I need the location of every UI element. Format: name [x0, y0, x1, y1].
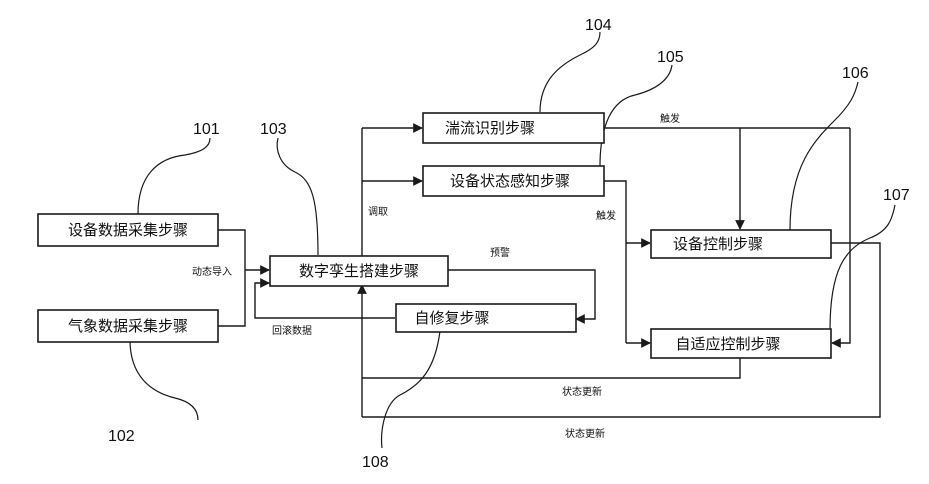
label-trigger-mid: 触发 — [596, 209, 616, 222]
wire-rollback — [255, 283, 395, 318]
label-dynamic-import: 动态导入 — [192, 265, 232, 278]
wire-104-to-107 — [832, 128, 850, 343]
wire-105-out — [604, 181, 626, 343]
box-101-label: 设备数据采集步骤 — [68, 221, 188, 239]
label-state-update-2: 状态更新 — [565, 427, 605, 440]
label-call: 调取 — [368, 206, 388, 218]
leader-104 — [540, 32, 600, 112]
label-state-update-1: 状态更新 — [562, 385, 602, 398]
leader-106 — [790, 82, 858, 230]
ref-107: 107 — [883, 187, 910, 204]
wire-102-merge — [218, 270, 245, 326]
step-105: 设备状态感知步骤 — [423, 166, 604, 196]
label-warning: 预警 — [490, 246, 510, 259]
leader-103 — [277, 138, 318, 255]
wire-state-update-1 — [362, 358, 740, 378]
box-104-label: 湍流识别步骤 — [445, 119, 535, 137]
ref-108: 108 — [362, 454, 389, 471]
box-103-label: 数字孪生搭建步骤 — [299, 262, 419, 280]
leader-107 — [830, 205, 895, 330]
box-105-label: 设备状态感知步骤 — [450, 172, 570, 190]
ref-101: 101 — [193, 121, 220, 138]
ref-104: 104 — [585, 17, 612, 34]
label-feedback-data: 回滚数据 — [272, 324, 312, 337]
leader-101 — [138, 138, 210, 214]
box-108-label: 自修复步骤 — [414, 309, 489, 327]
step-101: 设备数据采集步骤 — [38, 214, 218, 246]
box-102-label: 气象数据采集步骤 — [68, 317, 188, 335]
step-103: 数字孪生搭建步骤 — [270, 256, 448, 286]
label-trigger-top: 触发 — [660, 112, 680, 125]
leader-108 — [382, 331, 440, 448]
step-104: 湍流识别步骤 — [423, 113, 604, 143]
step-102: 气象数据采集步骤 — [38, 310, 218, 342]
box-107-label: 自适应控制步骤 — [675, 335, 780, 353]
step-108: 自修复步骤 — [396, 304, 576, 332]
step-106: 设备控制步骤 — [651, 230, 831, 258]
leader-102 — [130, 340, 198, 420]
box-106-label: 设备控制步骤 — [673, 235, 763, 253]
ref-102: 102 — [108, 428, 135, 445]
step-107: 自适应控制步骤 — [651, 329, 831, 358]
ref-103: 103 — [260, 121, 287, 138]
wire-101-merge — [218, 230, 245, 270]
ref-105: 105 — [657, 49, 684, 66]
ref-106: 106 — [842, 65, 869, 82]
